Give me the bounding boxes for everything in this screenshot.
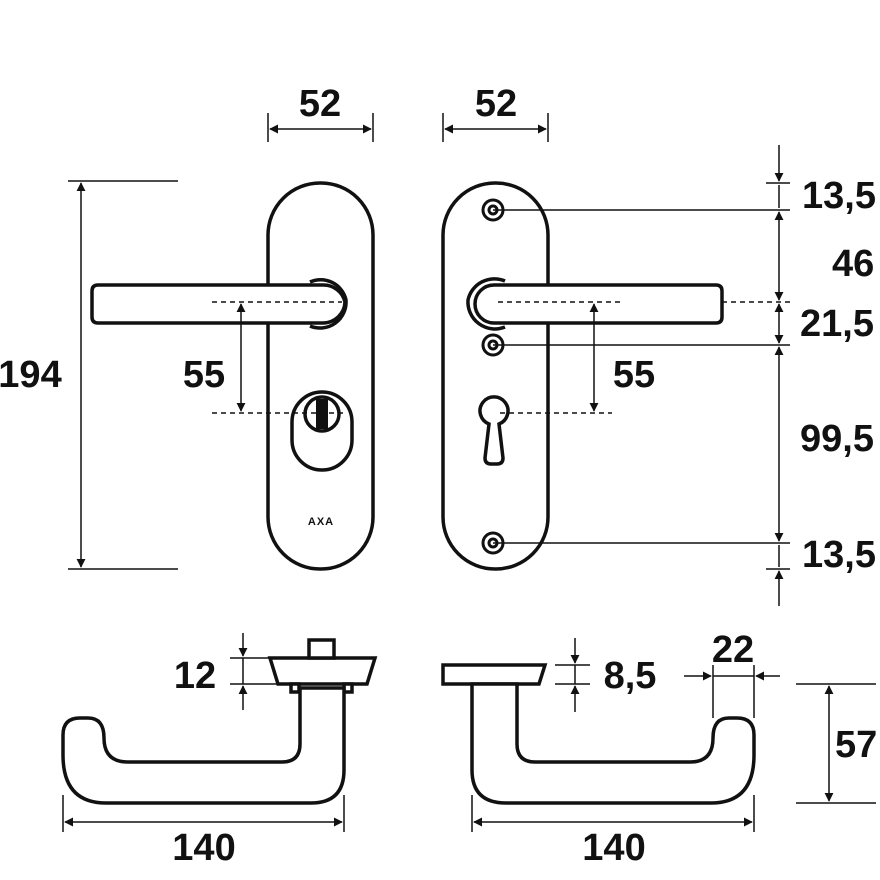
dim-top-offset: 13,5: [802, 175, 876, 217]
dim-lever-projection: 57: [835, 724, 877, 766]
dim-bottom-offset: 13,5: [802, 534, 876, 576]
right-top-view: 8,5 22 57 140: [441, 629, 877, 869]
brand-logo: AXA: [308, 516, 334, 528]
left-top-view: 12 140: [61, 633, 378, 869]
left-backplate: [266, 181, 375, 571]
left-lever: [90, 283, 347, 325]
dim-hole-to-handle: 46: [832, 243, 874, 285]
left-lever-top-profile: [61, 686, 346, 805]
right-backplate: [441, 181, 550, 571]
left-rose-profile: [267, 656, 378, 686]
dim-left-plate-width: 52: [299, 83, 341, 125]
dim-lever-thickness: 22: [712, 629, 754, 671]
dim-rose-height-left: 12: [174, 655, 216, 697]
right-lever-collar: [466, 277, 506, 331]
dim-lever-length-right: 140: [582, 827, 645, 869]
right-rose-profile: [441, 663, 548, 686]
dim-right-spacing: 55: [613, 354, 655, 396]
right-lever: [473, 283, 724, 325]
right-lever-top-profile: [470, 682, 756, 805]
dim-hole-to-bottom-hole: 99,5: [800, 418, 874, 460]
right-front-view: 52 55 13,5 46 21,5 99,5 13,5: [441, 83, 876, 606]
left-front-view: AXA 52 194 55: [0, 83, 375, 571]
left-lever-collar: [309, 278, 348, 330]
left-spindle-stub: [307, 638, 336, 660]
privacy-turn-slot: [316, 399, 328, 429]
dim-handle-to-hole: 21,5: [800, 303, 874, 345]
dim-lever-length-left: 140: [172, 827, 235, 869]
dim-total-height: 194: [0, 354, 62, 396]
dim-rose-height-right: 8,5: [604, 655, 657, 697]
keyhole: [478, 395, 510, 466]
dim-right-plate-width: 52: [475, 83, 517, 125]
dim-left-spacing: 55: [183, 354, 225, 396]
